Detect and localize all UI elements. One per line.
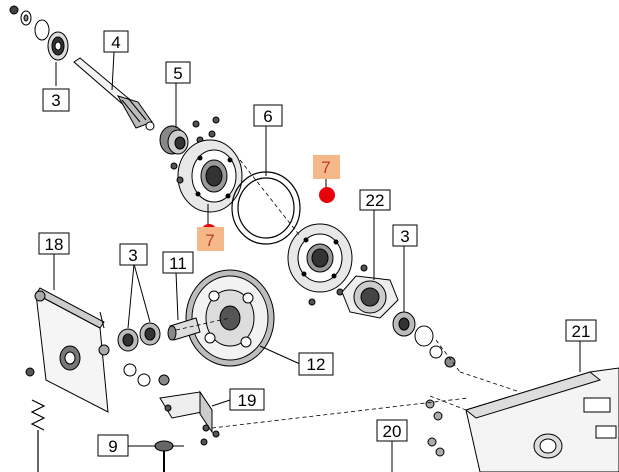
- callout-7-left-label: 7: [205, 231, 214, 250]
- frame-part-21: [425, 367, 619, 472]
- callout-21[interactable]: 21: [565, 319, 597, 342]
- callout-7-left[interactable]: 7: [197, 227, 224, 251]
- callout-3-right[interactable]: 3: [392, 224, 418, 247]
- callout-3-left-label: 3: [128, 246, 137, 265]
- part-9-bearing: [154, 440, 174, 472]
- callout-7-right-label: 7: [321, 158, 330, 177]
- callout-20-label: 20: [383, 422, 402, 441]
- callout-18-label: 18: [45, 235, 64, 254]
- right-bearing-stack: [392, 311, 456, 368]
- callout-3-top[interactable]: 3: [42, 88, 70, 112]
- callout-12-label: 12: [307, 355, 326, 374]
- callout-4[interactable]: 4: [103, 30, 129, 53]
- bearing-housing-part-22: [341, 275, 399, 319]
- shaft-part-4: [73, 57, 155, 131]
- callout-21-label: 21: [572, 322, 591, 341]
- ring-seal-part-6: [231, 171, 301, 245]
- callout-19-label: 19: [238, 391, 257, 410]
- callout-22[interactable]: 22: [359, 189, 391, 211]
- callout-5-label: 5: [173, 64, 182, 83]
- callout-9-label: 9: [108, 437, 117, 456]
- left-flange: [170, 139, 243, 213]
- callout-6-label: 6: [263, 107, 272, 126]
- callout-7-right[interactable]: 7: [313, 155, 340, 179]
- bearing-part-5: [159, 116, 220, 155]
- hotspot-dot-right[interactable]: [319, 187, 335, 203]
- callout-11-label: 11: [169, 254, 187, 273]
- small-shaft-part-11: [167, 317, 201, 341]
- spring: [30, 399, 46, 472]
- callout-12[interactable]: 12: [298, 352, 334, 376]
- dashed-assembly-lines: [175, 159, 521, 429]
- callout-5[interactable]: 5: [165, 61, 191, 84]
- callout-20[interactable]: 20: [376, 419, 408, 442]
- bracket-part-19: [159, 390, 220, 446]
- leader-lines: [53, 51, 581, 472]
- callout-9[interactable]: 9: [97, 434, 129, 457]
- callout-18[interactable]: 18: [38, 232, 70, 255]
- top-left-fasteners: [9, 5, 69, 61]
- callout-22-label: 22: [366, 191, 385, 210]
- callout-11[interactable]: 11: [162, 251, 194, 274]
- callout-6[interactable]: 6: [253, 104, 283, 127]
- callout-4-label: 4: [111, 33, 120, 52]
- callout-3-top-label: 3: [51, 91, 60, 110]
- callout-3-left[interactable]: 3: [119, 243, 148, 266]
- gear-part-12: [185, 269, 275, 367]
- callout-19[interactable]: 19: [229, 388, 265, 411]
- right-flange: [287, 223, 368, 306]
- left-bearing-pair: [117, 322, 170, 387]
- arm-bracket-part-18: [25, 287, 110, 413]
- callout-3-right-label: 3: [400, 227, 409, 246]
